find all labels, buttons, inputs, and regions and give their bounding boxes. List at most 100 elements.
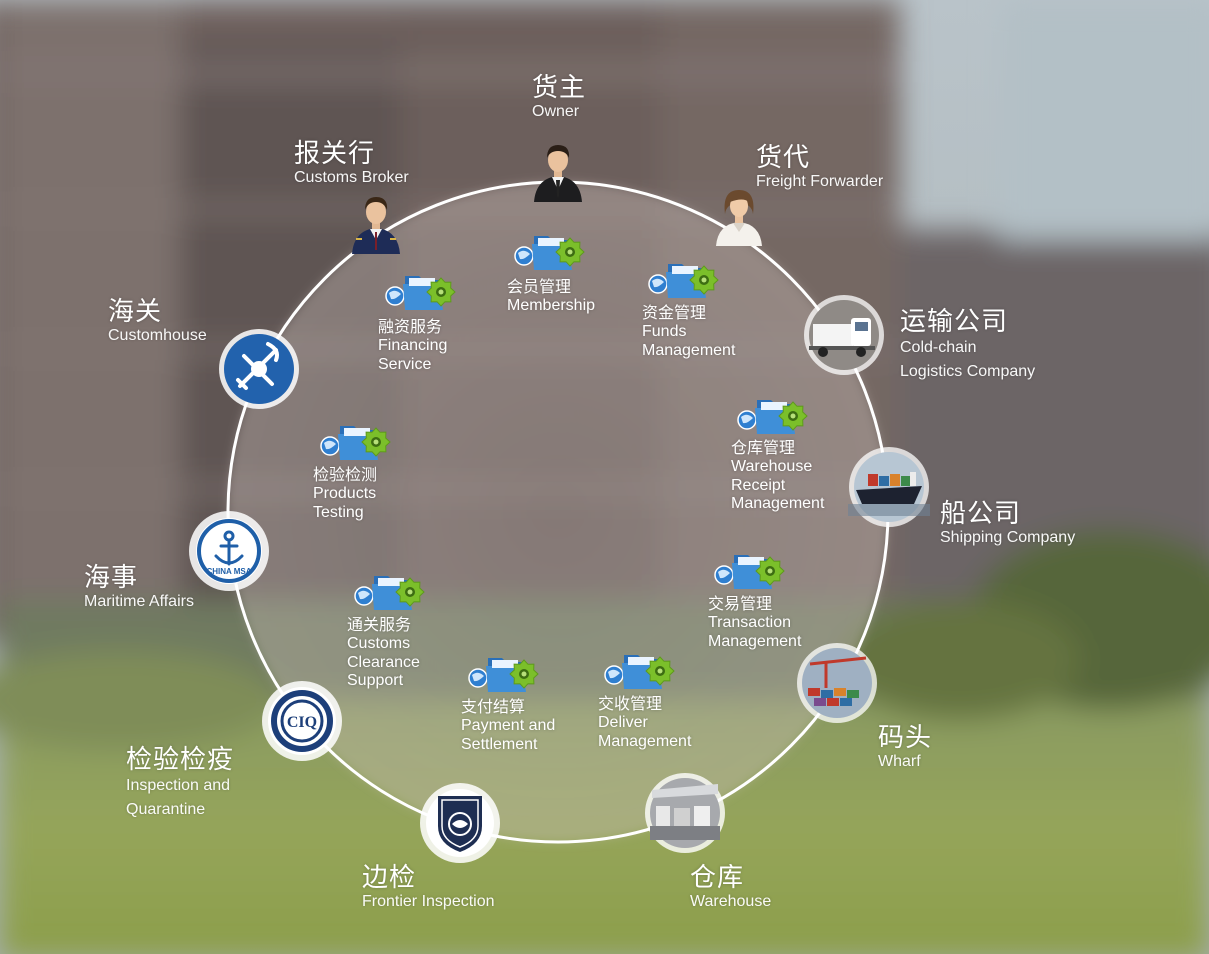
warehouse-icon [650, 784, 720, 840]
membership-module: 会员管理 Membership [507, 279, 595, 316]
funds-icon [648, 264, 719, 298]
customs-broker-avatar [352, 197, 400, 254]
inspection-label: 检验检疫 Inspection and Quarantine [126, 744, 234, 822]
frontier-shield-icon [438, 796, 482, 852]
payment-icon [468, 658, 539, 692]
maritime-node: CHINA MSA [189, 511, 269, 591]
customs-emblem-icon [236, 342, 279, 390]
truck-icon [809, 318, 875, 357]
deliver-icon [604, 655, 675, 689]
payment-cn: 支付结算 [461, 699, 526, 716]
products-testing-icon [320, 426, 391, 460]
msa-anchor-icon [214, 530, 244, 566]
owner-label: 货主 Owner [532, 72, 586, 121]
customs-clearance-module: 通关服务 Customs Clearance Support [347, 617, 420, 691]
warehouse-receipt-en: Warehouse Receipt Management [731, 458, 825, 512]
crane-icon [808, 656, 867, 706]
wharf-label: 码头 Wharf [878, 722, 932, 771]
folder-gear-globe-icon [737, 400, 808, 434]
maritime-badge: CHINA MSA [206, 567, 251, 576]
customs-clearance-cn: 通关服务 [347, 617, 412, 634]
warehouse-en: Warehouse [690, 893, 772, 910]
wharf-en: Wharf [878, 753, 921, 770]
inspection-en2: Quarantine [126, 801, 206, 818]
transaction-cn: 交易管理 [708, 596, 773, 613]
warehouse-receipt-icon [737, 400, 808, 434]
deliver-en: Deliver Management [598, 714, 692, 750]
funds-module: 资金管理 Funds Management [642, 305, 735, 360]
inspection-badge: CIQ [287, 714, 317, 731]
customs-clearance-en: Customs Clearance Support [347, 635, 420, 689]
shipping-label: 船公司 Shipping Company [940, 498, 1075, 547]
customs-broker-cn: 报关行 [294, 138, 376, 168]
transaction-icon [714, 555, 785, 589]
folder-gear-globe-icon [604, 655, 675, 689]
funds-en: Funds Management [642, 323, 736, 359]
frontier-label: 边检 Frontier Inspection [362, 862, 495, 911]
warehouse-node [645, 773, 725, 853]
owner-avatar [534, 145, 582, 202]
freight-forwarder-label: 货代 Freight Forwarder [756, 142, 883, 191]
financing-en: Financing Service [378, 337, 448, 373]
membership-icon [514, 236, 585, 270]
membership-cn: 会员管理 [507, 279, 572, 296]
customs-broker-label: 报关行 Customs Broker [294, 138, 409, 187]
customhouse-node [219, 329, 299, 409]
inspection-node: CIQ [262, 681, 342, 761]
customhouse-cn: 海关 [108, 296, 163, 326]
cold-chain-label: 运输公司 Cold-chain Logistics Company [900, 306, 1035, 384]
cold-chain-cn: 运输公司 [900, 306, 1009, 336]
folder-gear-globe-icon [468, 658, 539, 692]
financing-icon [385, 276, 456, 310]
folder-gear-globe-icon [354, 576, 425, 610]
warehouse-receipt-cn: 仓库管理 [731, 440, 796, 457]
wharf-node [797, 643, 877, 723]
freight-forwarder-en: Freight Forwarder [756, 173, 884, 190]
person-icon [352, 197, 400, 254]
funds-cn: 资金管理 [642, 305, 707, 322]
products-testing-en: Products Testing [313, 485, 377, 521]
deliver-cn: 交收管理 [598, 696, 663, 713]
payment-module: 支付结算 Payment and Settlement [461, 699, 555, 754]
customs-broker-en: Customs Broker [294, 169, 409, 186]
frontier-node [420, 783, 500, 863]
folder-gear-globe-icon [714, 555, 785, 589]
folder-gear-globe-icon [385, 276, 456, 310]
membership-en: Membership [507, 297, 596, 314]
owner-cn: 货主 [532, 72, 587, 102]
warehouse-cn: 仓库 [690, 862, 745, 892]
freight-forwarder-cn: 货代 [756, 142, 811, 172]
cold-chain-en2: Logistics Company [900, 363, 1036, 380]
maritime-label: 海事 Maritime Affairs [84, 562, 194, 611]
warehouse-receipt-module: 仓库管理 Warehouse Receipt Management [731, 440, 824, 514]
cold-chain-node [804, 295, 884, 375]
ciq-logo-icon: CIQ [271, 690, 333, 752]
financing-cn: 融资服务 [378, 319, 443, 336]
wharf-cn: 码头 [878, 722, 933, 752]
customhouse-label: 海关 Customhouse [108, 296, 207, 345]
shipping-en: Shipping Company [940, 529, 1076, 546]
cold-chain-en: Cold-chain [900, 339, 977, 356]
shipping-cn: 船公司 [940, 498, 1022, 528]
transaction-en: Transaction Management [708, 614, 802, 650]
financing-module: 融资服务 Financing Service [378, 319, 447, 374]
frontier-cn: 边检 [362, 862, 417, 892]
ship-icon [848, 472, 930, 516]
maritime-cn: 海事 [84, 562, 139, 592]
products-testing-module: 检验检测 Products Testing [313, 467, 377, 522]
person-icon [716, 190, 762, 246]
owner-en: Owner [532, 103, 580, 120]
person-icon [534, 145, 582, 202]
maritime-en: Maritime Affairs [84, 593, 194, 610]
transaction-module: 交易管理 Transaction Management [708, 596, 801, 651]
products-testing-cn: 检验检测 [313, 467, 378, 484]
inspection-en: Inspection and [126, 777, 231, 794]
shipping-node [848, 447, 930, 527]
folder-gear-globe-icon [648, 264, 719, 298]
freight-forwarder-avatar [716, 190, 762, 246]
folder-gear-globe-icon [514, 236, 585, 270]
customhouse-en: Customhouse [108, 327, 207, 344]
deliver-module: 交收管理 Deliver Management [598, 696, 691, 751]
